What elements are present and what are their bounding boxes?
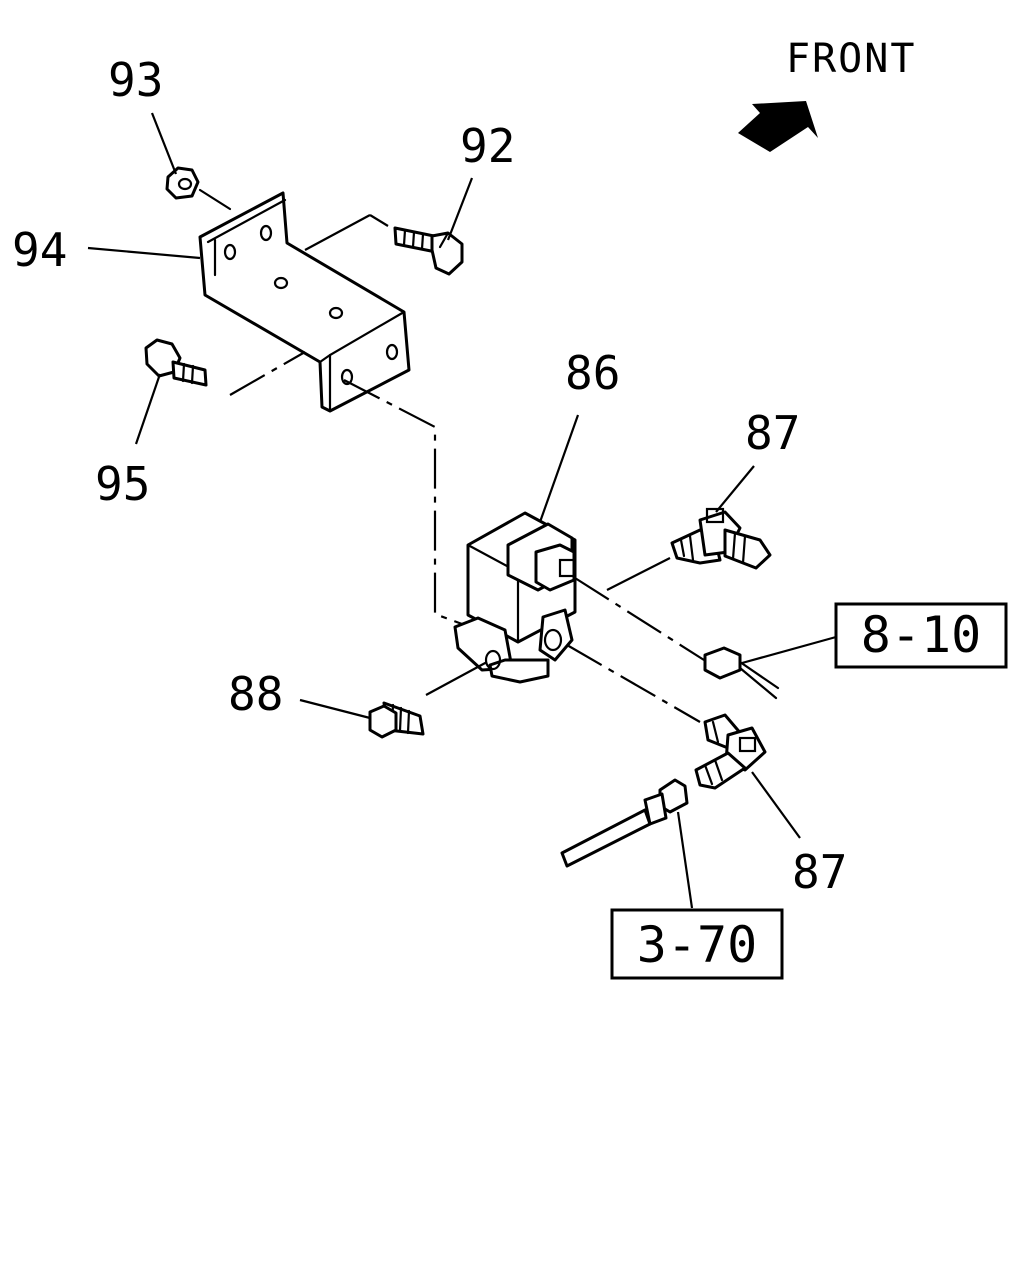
callout-87-upper: 87 [745, 406, 800, 460]
leader-87-upper [715, 465, 755, 513]
front-arrow-icon [738, 101, 818, 152]
sensor-fitting [560, 778, 689, 868]
callout-92: 92 [460, 119, 515, 173]
flange-bolt-95 [144, 338, 208, 387]
leader-94 [87, 246, 201, 260]
leader-88 [299, 698, 371, 720]
leader-87-lower [751, 771, 801, 839]
callout-87-lower: 87 [792, 845, 847, 899]
leader-95 [134, 373, 162, 445]
callout-94: 94 [12, 223, 67, 277]
flange-nut-93 [165, 166, 200, 200]
ref-3-70: 3-70 [637, 916, 757, 974]
ref-box-3-70 [610, 908, 784, 980]
leader-93 [150, 112, 178, 175]
plug-fitting-88 [368, 701, 425, 739]
ref-8-10: 8-10 [861, 606, 981, 664]
solenoid-valve-86 [453, 511, 577, 684]
elbow-fitting-87-lower [694, 713, 767, 790]
callout-88: 88 [228, 667, 283, 721]
ref-box-8-10 [834, 602, 1008, 669]
bracket-94 [198, 191, 411, 413]
elbow-fitting-87-upper [670, 507, 772, 570]
front-label: FRONT [786, 36, 916, 82]
leader-3-70 [676, 811, 694, 909]
callout-86: 86 [565, 346, 620, 400]
leader-92 [446, 177, 474, 241]
leader-8-10 [741, 635, 837, 665]
flange-bolt-92 [393, 226, 464, 276]
callout-93: 93 [108, 53, 163, 107]
connector-plug [703, 646, 780, 700]
leader-86 [538, 414, 580, 523]
callout-95: 95 [95, 457, 150, 511]
